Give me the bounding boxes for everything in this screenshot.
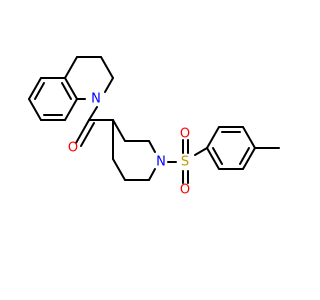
n-quinoline-label: N bbox=[91, 92, 101, 107]
bond-tol-dbl-2 bbox=[239, 147, 250, 165]
bonds bbox=[28, 56, 280, 184]
atom-labels: N O N S O O bbox=[68, 92, 190, 198]
o-carbonyl-label: O bbox=[68, 141, 78, 156]
bond-sat-1 bbox=[64, 56, 78, 79]
bond-c-o-2 bbox=[80, 122, 95, 147]
bond-sat-4 bbox=[104, 77, 114, 93]
s-sulfonyl-label: S bbox=[181, 155, 189, 170]
bond-benz-dbl-1 bbox=[34, 82, 45, 100]
molecule-structure: N O N S O O bbox=[28, 56, 280, 198]
n-piperidine-label: N bbox=[156, 155, 166, 170]
bond-s-aryl bbox=[194, 147, 208, 156]
bond-benz-dbl-2 bbox=[61, 82, 72, 100]
bond-pip-4 bbox=[148, 168, 156, 181]
bond-benz-6 bbox=[28, 98, 42, 121]
bond-benz-1 bbox=[28, 77, 42, 100]
bond-tol-1 bbox=[206, 126, 220, 149]
bond-tol-3 bbox=[242, 126, 256, 149]
bond-pip-6 bbox=[112, 158, 126, 181]
bond-sat-3 bbox=[100, 56, 114, 79]
bond-pip-1 bbox=[112, 119, 126, 142]
bond-c-o-1 bbox=[75, 119, 90, 144]
bond-tol-4 bbox=[242, 147, 256, 170]
bond-benz-4 bbox=[64, 98, 78, 121]
o-sulfonyl-top-label: O bbox=[180, 127, 190, 142]
bond-benz-3 bbox=[64, 77, 78, 100]
bond-n-carbonyl bbox=[88, 106, 98, 121]
bond-tol-dbl-3 bbox=[212, 147, 223, 165]
bond-pip-3 bbox=[148, 140, 156, 153]
molecule-canvas: N O N S O O bbox=[28, 56, 280, 198]
bond-tol-6 bbox=[206, 147, 220, 170]
o-sulfonyl-bottom-label: O bbox=[180, 183, 190, 198]
